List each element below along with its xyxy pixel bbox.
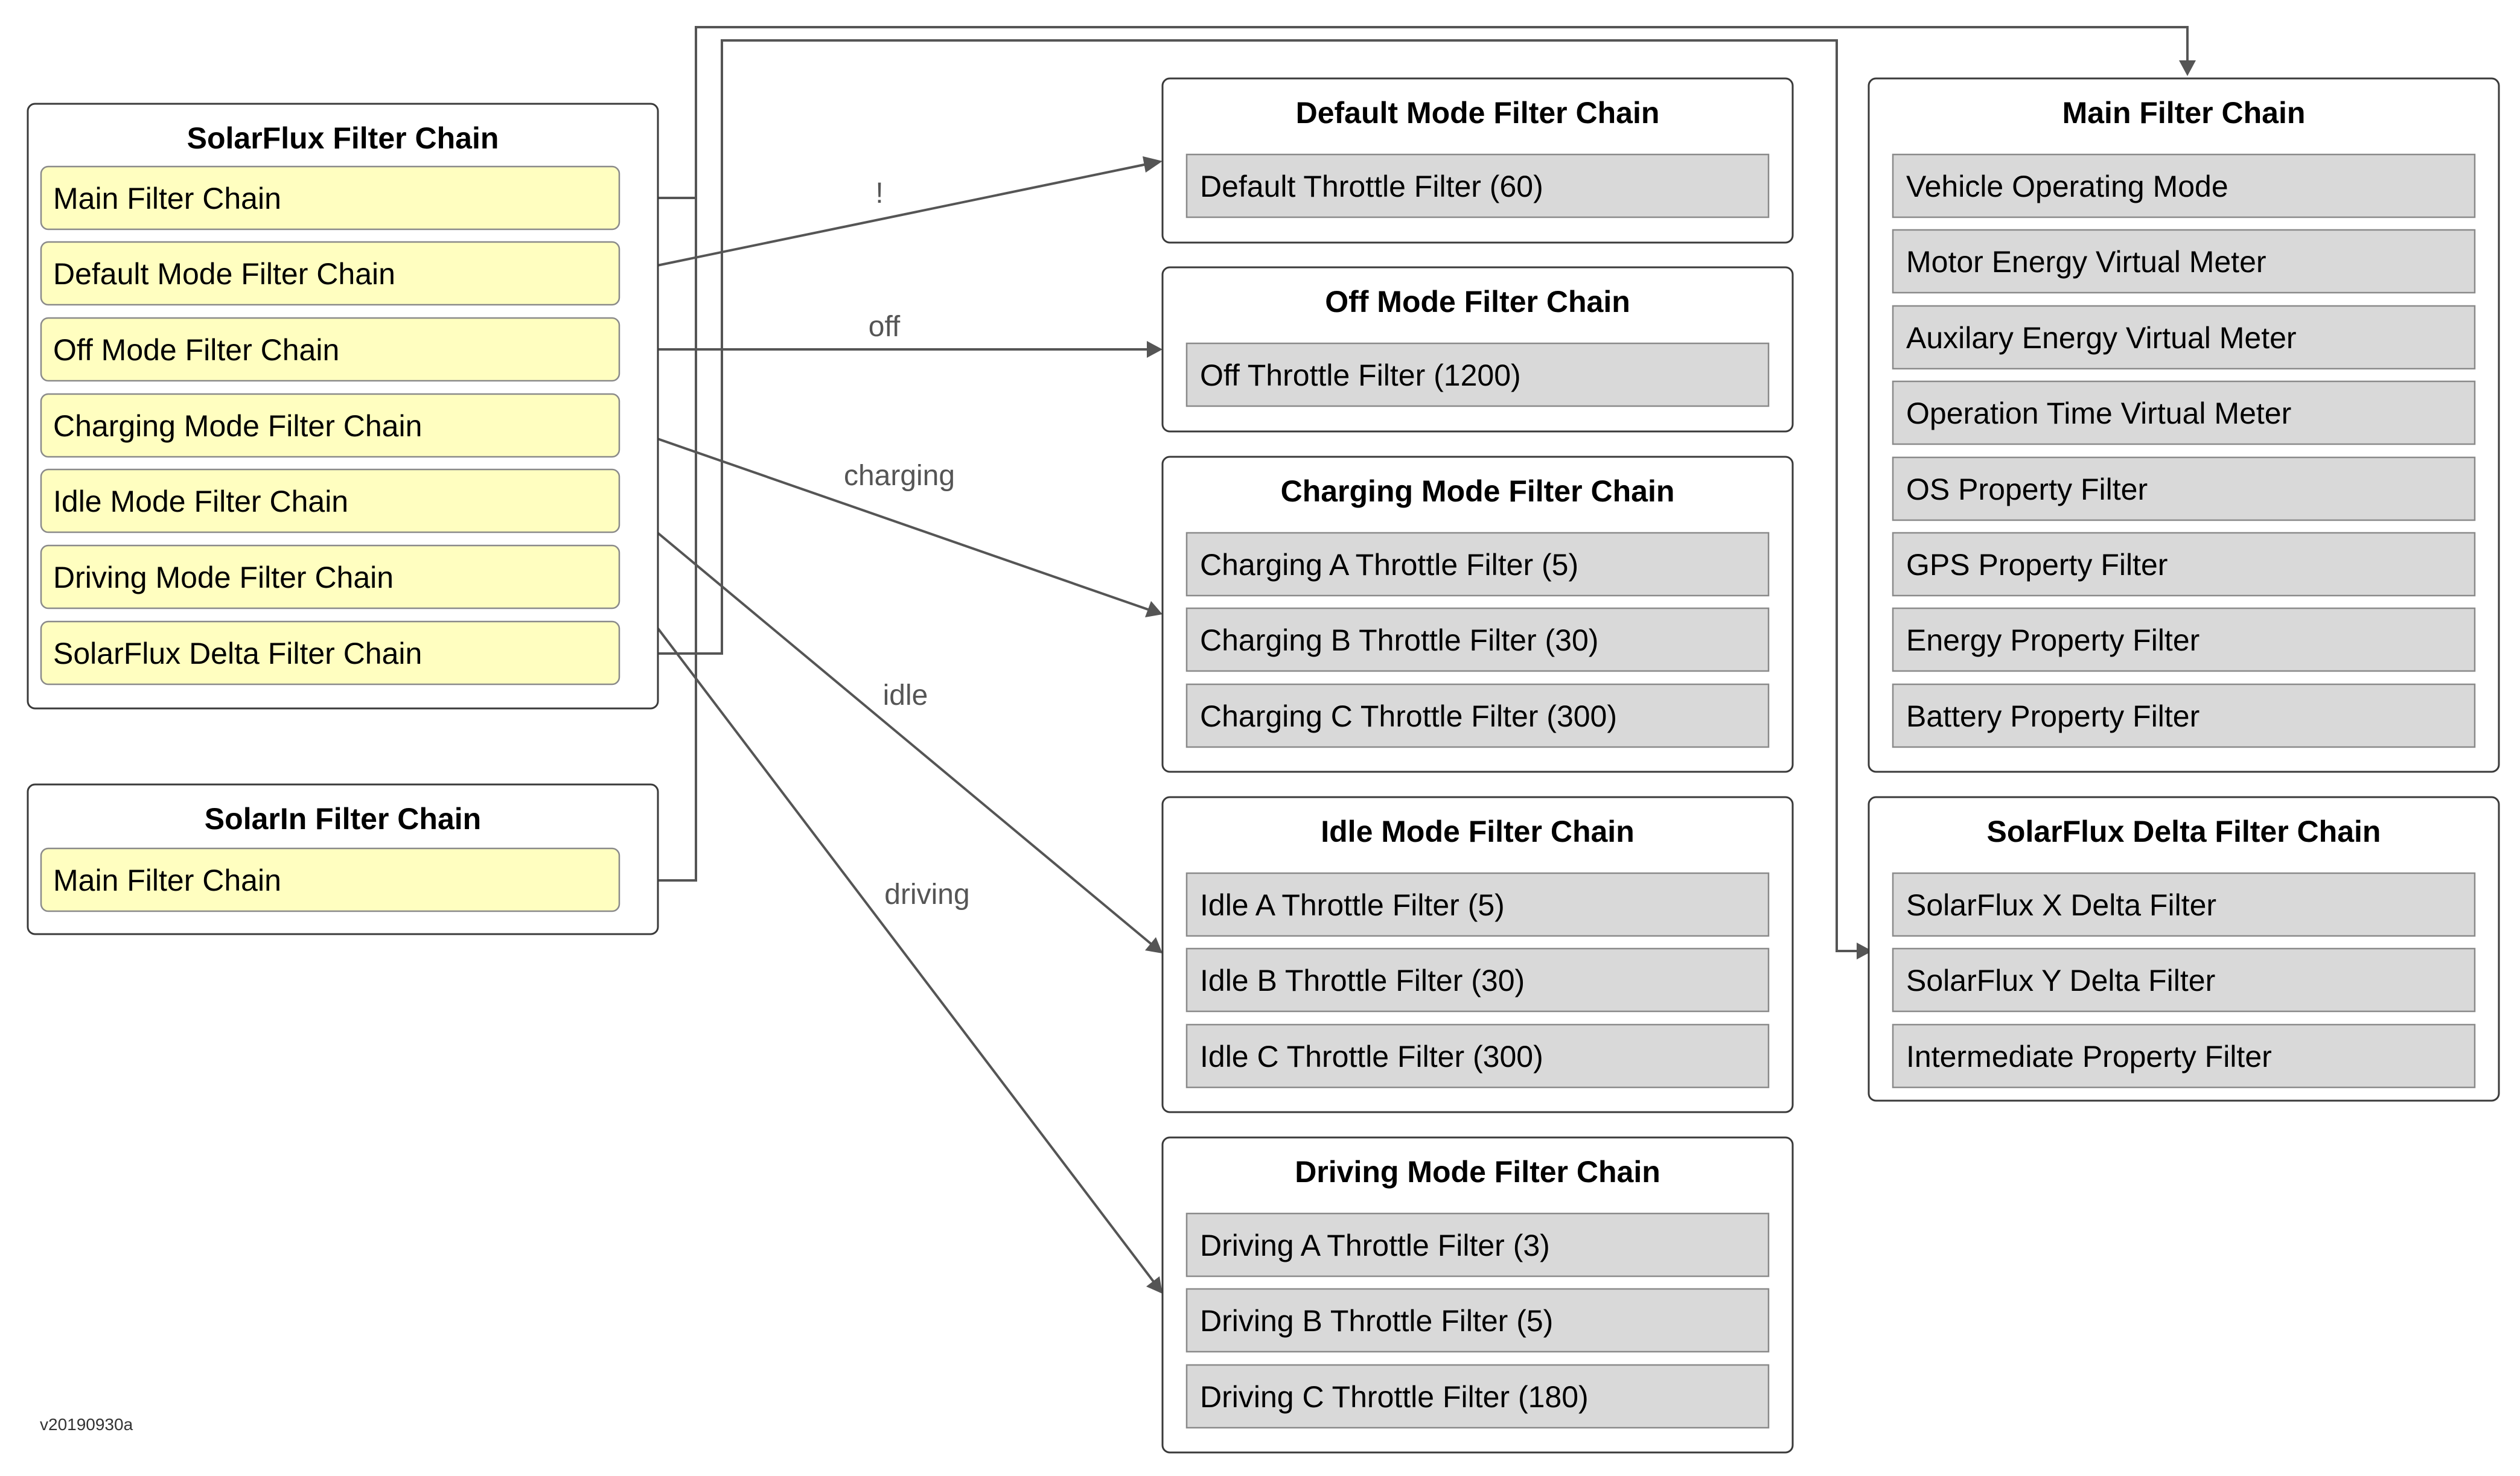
edge-label-default: ! xyxy=(875,177,883,209)
filter-item-label: Driving C Throttle Filter (180) xyxy=(1200,1380,1589,1414)
filter-item: Vehicle Operating Mode xyxy=(1892,153,2476,218)
chain-item-label: Off Mode Filter Chain xyxy=(53,333,339,367)
filter-item-label: OS Property Filter xyxy=(1906,472,2148,506)
version-label: v20190930a xyxy=(40,1415,133,1434)
edge-delta-arrowhead xyxy=(1857,943,1872,959)
filter-item: OS Property Filter xyxy=(1892,456,2476,521)
chain-item-label: Main Filter Chain xyxy=(53,182,281,215)
filter-item-label: Charging A Throttle Filter (5) xyxy=(1200,548,1578,582)
filter-item: Operation Time Virtual Meter xyxy=(1892,380,2476,445)
edge-idle-arrowhead xyxy=(1145,937,1163,953)
chain-title: Driving Mode Filter Chain xyxy=(1295,1155,1660,1189)
filter-item-label: Idle B Throttle Filter (30) xyxy=(1200,964,1525,997)
filter-item-label: Charging C Throttle Filter (300) xyxy=(1200,699,1617,733)
filter-item-label: Motor Energy Virtual Meter xyxy=(1906,245,2266,279)
edge-solarflux-main-arrowhead xyxy=(2179,60,2196,76)
edge-driving xyxy=(618,576,1155,1284)
chain-title: Main Filter Chain xyxy=(2062,96,2306,130)
filter-item-label: Intermediate Property Filter xyxy=(1906,1040,2272,1074)
chain-item-label: Main Filter Chain xyxy=(53,864,281,897)
chain-title: SolarFlux Delta Filter Chain xyxy=(1987,815,2381,848)
edge-default-arrowhead xyxy=(1143,156,1163,173)
edge-off-arrowhead xyxy=(1147,341,1163,358)
main-filter-chain: Main Filter Chain Vehicle Operating Mode… xyxy=(1868,77,2500,773)
filter-item-label: Off Throttle Filter (1200) xyxy=(1200,358,1521,392)
edge-label-driving: driving xyxy=(884,879,969,911)
chain-item: Charging Mode Filter Chain xyxy=(40,393,620,458)
filter-item: Driving A Throttle Filter (3) xyxy=(1185,1212,1770,1277)
filter-item-label: SolarFlux X Delta Filter xyxy=(1906,888,2216,922)
filter-item: Energy Property Filter xyxy=(1892,607,2476,672)
chain-item: Off Mode Filter Chain xyxy=(40,317,620,382)
filter-item-label: SolarFlux Y Delta Filter xyxy=(1906,964,2215,997)
chain-title: Off Mode Filter Chain xyxy=(1325,285,1630,319)
edge-label-off: off xyxy=(869,311,901,343)
edge-charging xyxy=(619,424,1149,611)
filter-item: Idle A Throttle Filter (5) xyxy=(1185,872,1770,937)
filter-item: SolarFlux Y Delta Filter xyxy=(1892,947,2476,1013)
chain-item: Default Mode Filter Chain xyxy=(40,241,620,306)
default-mode-filter-chain: Default Mode Filter Chain Default Thrott… xyxy=(1161,77,1794,244)
idle-mode-filter-chain: Idle Mode Filter Chain Idle A Throttle F… xyxy=(1161,796,1794,1113)
chain-title: Charging Mode Filter Chain xyxy=(1281,474,1675,508)
chain-item-label: Default Mode Filter Chain xyxy=(53,257,395,291)
chain-title: SolarFlux Filter Chain xyxy=(187,121,499,155)
solarflux-delta-filter-chain: SolarFlux Delta Filter Chain SolarFlux X… xyxy=(1868,796,2500,1102)
chain-item-label: SolarFlux Delta Filter Chain xyxy=(53,637,422,670)
filter-item: Driving B Throttle Filter (5) xyxy=(1185,1288,1770,1353)
filter-item-label: Default Throttle Filter (60) xyxy=(1200,170,1543,203)
filter-item: SolarFlux X Delta Filter xyxy=(1892,872,2476,937)
solarin-filter-chain: SolarIn Filter Chain Main Filter Chain xyxy=(27,783,659,935)
filter-item-label: Driving B Throttle Filter (5) xyxy=(1200,1304,1553,1338)
edge-charging-arrowhead xyxy=(1145,601,1163,617)
chain-item-label: Driving Mode Filter Chain xyxy=(53,561,394,594)
driving-mode-filter-chain: Driving Mode Filter Chain Driving A Thro… xyxy=(1161,1136,1794,1454)
charging-mode-filter-chain: Charging Mode Filter Chain Charging A Th… xyxy=(1161,456,1794,773)
solarflux-filter-chain: SolarFlux Filter Chain Main Filter Chain… xyxy=(27,103,659,710)
edge-label-charging: charging xyxy=(844,460,955,492)
filter-item-label: Idle A Throttle Filter (5) xyxy=(1200,888,1505,922)
edge-delta-to-delta-chain xyxy=(619,39,1859,952)
chain-title: SolarIn Filter Chain xyxy=(205,802,481,836)
chain-title: Default Mode Filter Chain xyxy=(1296,96,1660,130)
edge-driving-arrowhead xyxy=(1146,1276,1163,1294)
filter-item-label: Operation Time Virtual Meter xyxy=(1906,396,2291,430)
chain-item: Driving Mode Filter Chain xyxy=(40,544,620,609)
filter-item: Charging A Throttle Filter (5) xyxy=(1185,532,1770,597)
edge-default xyxy=(619,163,1147,275)
filter-item-label: Vehicle Operating Mode xyxy=(1906,170,2228,203)
edge-solarflux-main-to-main-chain xyxy=(619,26,2189,199)
filter-item-label: Idle C Throttle Filter (300) xyxy=(1200,1040,1543,1074)
filter-item: Default Throttle Filter (60) xyxy=(1185,153,1770,218)
chain-item: Idle Mode Filter Chain xyxy=(40,468,620,533)
chain-item-label: Charging Mode Filter Chain xyxy=(53,409,422,443)
chain-item: Main Filter Chain xyxy=(40,165,620,231)
filter-item: Idle B Throttle Filter (30) xyxy=(1185,947,1770,1013)
filter-item-label: Auxilary Energy Virtual Meter xyxy=(1906,321,2297,355)
filter-item-label: Driving A Throttle Filter (3) xyxy=(1200,1229,1550,1262)
filter-item-label: Charging B Throttle Filter (30) xyxy=(1200,623,1598,657)
filter-item-label: Battery Property Filter xyxy=(1906,699,2199,733)
filter-item: Charging C Throttle Filter (300) xyxy=(1185,683,1770,748)
edges-layer: ! off charging idle driving xyxy=(618,26,2196,1294)
edge-idle xyxy=(618,500,1153,946)
filter-item: GPS Property Filter xyxy=(1892,532,2476,597)
chain-title: Idle Mode Filter Chain xyxy=(1321,815,1634,848)
chain-item-label: Idle Mode Filter Chain xyxy=(53,485,348,518)
filter-item: Auxilary Energy Virtual Meter xyxy=(1892,305,2476,370)
filter-item: Idle C Throttle Filter (300) xyxy=(1185,1023,1770,1089)
chain-item: Main Filter Chain xyxy=(40,847,620,912)
filter-item: Intermediate Property Filter xyxy=(1892,1023,2476,1089)
edge-label-idle: idle xyxy=(883,679,928,711)
filter-item: Battery Property Filter xyxy=(1892,683,2476,748)
filter-item: Driving C Throttle Filter (180) xyxy=(1185,1364,1770,1429)
filter-item: Motor Energy Virtual Meter xyxy=(1892,229,2476,294)
filter-item-label: Energy Property Filter xyxy=(1906,623,2199,657)
filter-item: Charging B Throttle Filter (30) xyxy=(1185,607,1770,672)
filter-item-label: GPS Property Filter xyxy=(1906,548,2168,582)
filter-item: Off Throttle Filter (1200) xyxy=(1185,342,1770,407)
off-mode-filter-chain: Off Mode Filter Chain Off Throttle Filte… xyxy=(1161,266,1794,433)
chain-item: SolarFlux Delta Filter Chain xyxy=(40,620,620,686)
